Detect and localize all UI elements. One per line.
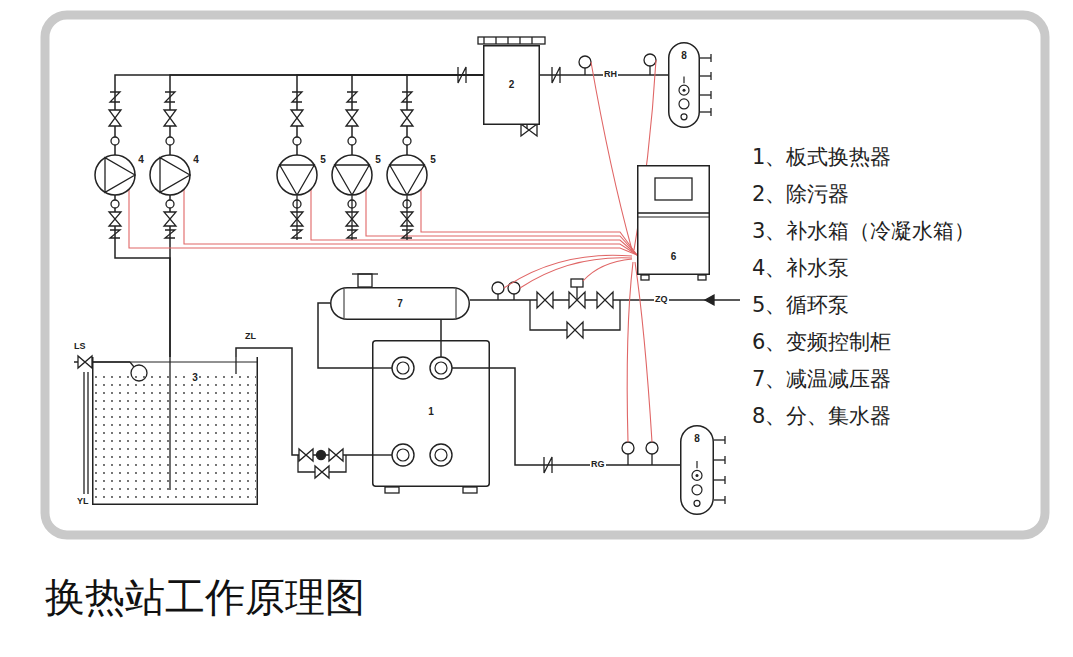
callout-number: 3: [191, 373, 199, 383]
part-list-item: 4、补水泵: [752, 257, 849, 280]
callout-number: 7: [396, 299, 404, 309]
pipe-line: [352, 75, 483, 155]
control-cabinet: 6: [637, 165, 710, 275]
pipe-line: [236, 348, 372, 455]
water-tank: 3: [92, 357, 258, 505]
signal-wire: [421, 189, 637, 255]
water-tank-outline: [92, 357, 258, 505]
part-list-item: 2、除污器: [752, 183, 849, 206]
pump-circle: 5: [386, 154, 428, 196]
pipe-code: ZQ: [654, 295, 669, 305]
callout-number: 8: [680, 51, 688, 61]
callout-number: 2: [508, 80, 516, 90]
part-list-item: 5、循环泵: [752, 294, 849, 317]
reducer-vessel: 7: [330, 287, 470, 320]
pump-circle: 5: [276, 154, 318, 196]
pipe-line: [407, 75, 483, 155]
callout-number: 8: [693, 434, 701, 444]
pump-circle-outline: [94, 154, 136, 196]
pipe-code: YL: [76, 497, 90, 507]
signal-wire: [129, 189, 637, 255]
part-list-item: 1、板式换热器: [752, 146, 891, 169]
signal-wire: [366, 189, 637, 255]
callout-number: 5: [429, 155, 437, 165]
pump-circle-outline: [331, 154, 373, 196]
pump-circle-outline: [276, 154, 318, 196]
plate-exchanger: 1: [372, 340, 490, 487]
collector: 8: [668, 42, 700, 128]
callout-number: 6: [670, 252, 678, 262]
callout-number: 4: [192, 155, 200, 165]
pump-circle-outline: [386, 154, 428, 196]
pipe-code: ZL: [244, 332, 257, 342]
strainer-box: 2: [483, 45, 540, 125]
part-list-item: 8、分、集水器: [752, 405, 891, 428]
diagram-caption: 换热站工作原理图: [45, 575, 365, 619]
distributor: 8: [680, 425, 714, 515]
frame: [45, 15, 1045, 535]
pipe-line: [297, 75, 483, 155]
pump-circle: 4: [94, 154, 136, 196]
part-list-item: 7、减温减压器: [752, 368, 891, 391]
pipe-code: RH: [603, 70, 618, 80]
pipe-code: RG: [590, 460, 606, 470]
callout-number: 4: [137, 155, 145, 165]
signal-wire: [184, 189, 637, 255]
pump-circle: 4: [149, 154, 191, 196]
pump-valves: [109, 92, 413, 240]
callout-number: 1: [427, 407, 435, 417]
callout-number: 5: [319, 155, 327, 165]
valves-and-fittings: [74, 37, 740, 504]
signal-wire: [311, 189, 637, 255]
pipe-line: [440, 320, 442, 340]
part-list-item: 6、变频控制柜: [752, 331, 891, 354]
pipe-line: [170, 75, 483, 155]
pipe-line: [115, 75, 483, 155]
callout-number: 5: [374, 155, 382, 165]
pump-circle: 5: [331, 154, 373, 196]
part-list-item: 3、补水箱（冷凝水箱）: [752, 220, 975, 243]
pump-circle-outline: [149, 154, 191, 196]
pipe-line: [115, 195, 170, 357]
pipe-code: LS: [73, 342, 87, 352]
pipe-line: [490, 368, 680, 465]
